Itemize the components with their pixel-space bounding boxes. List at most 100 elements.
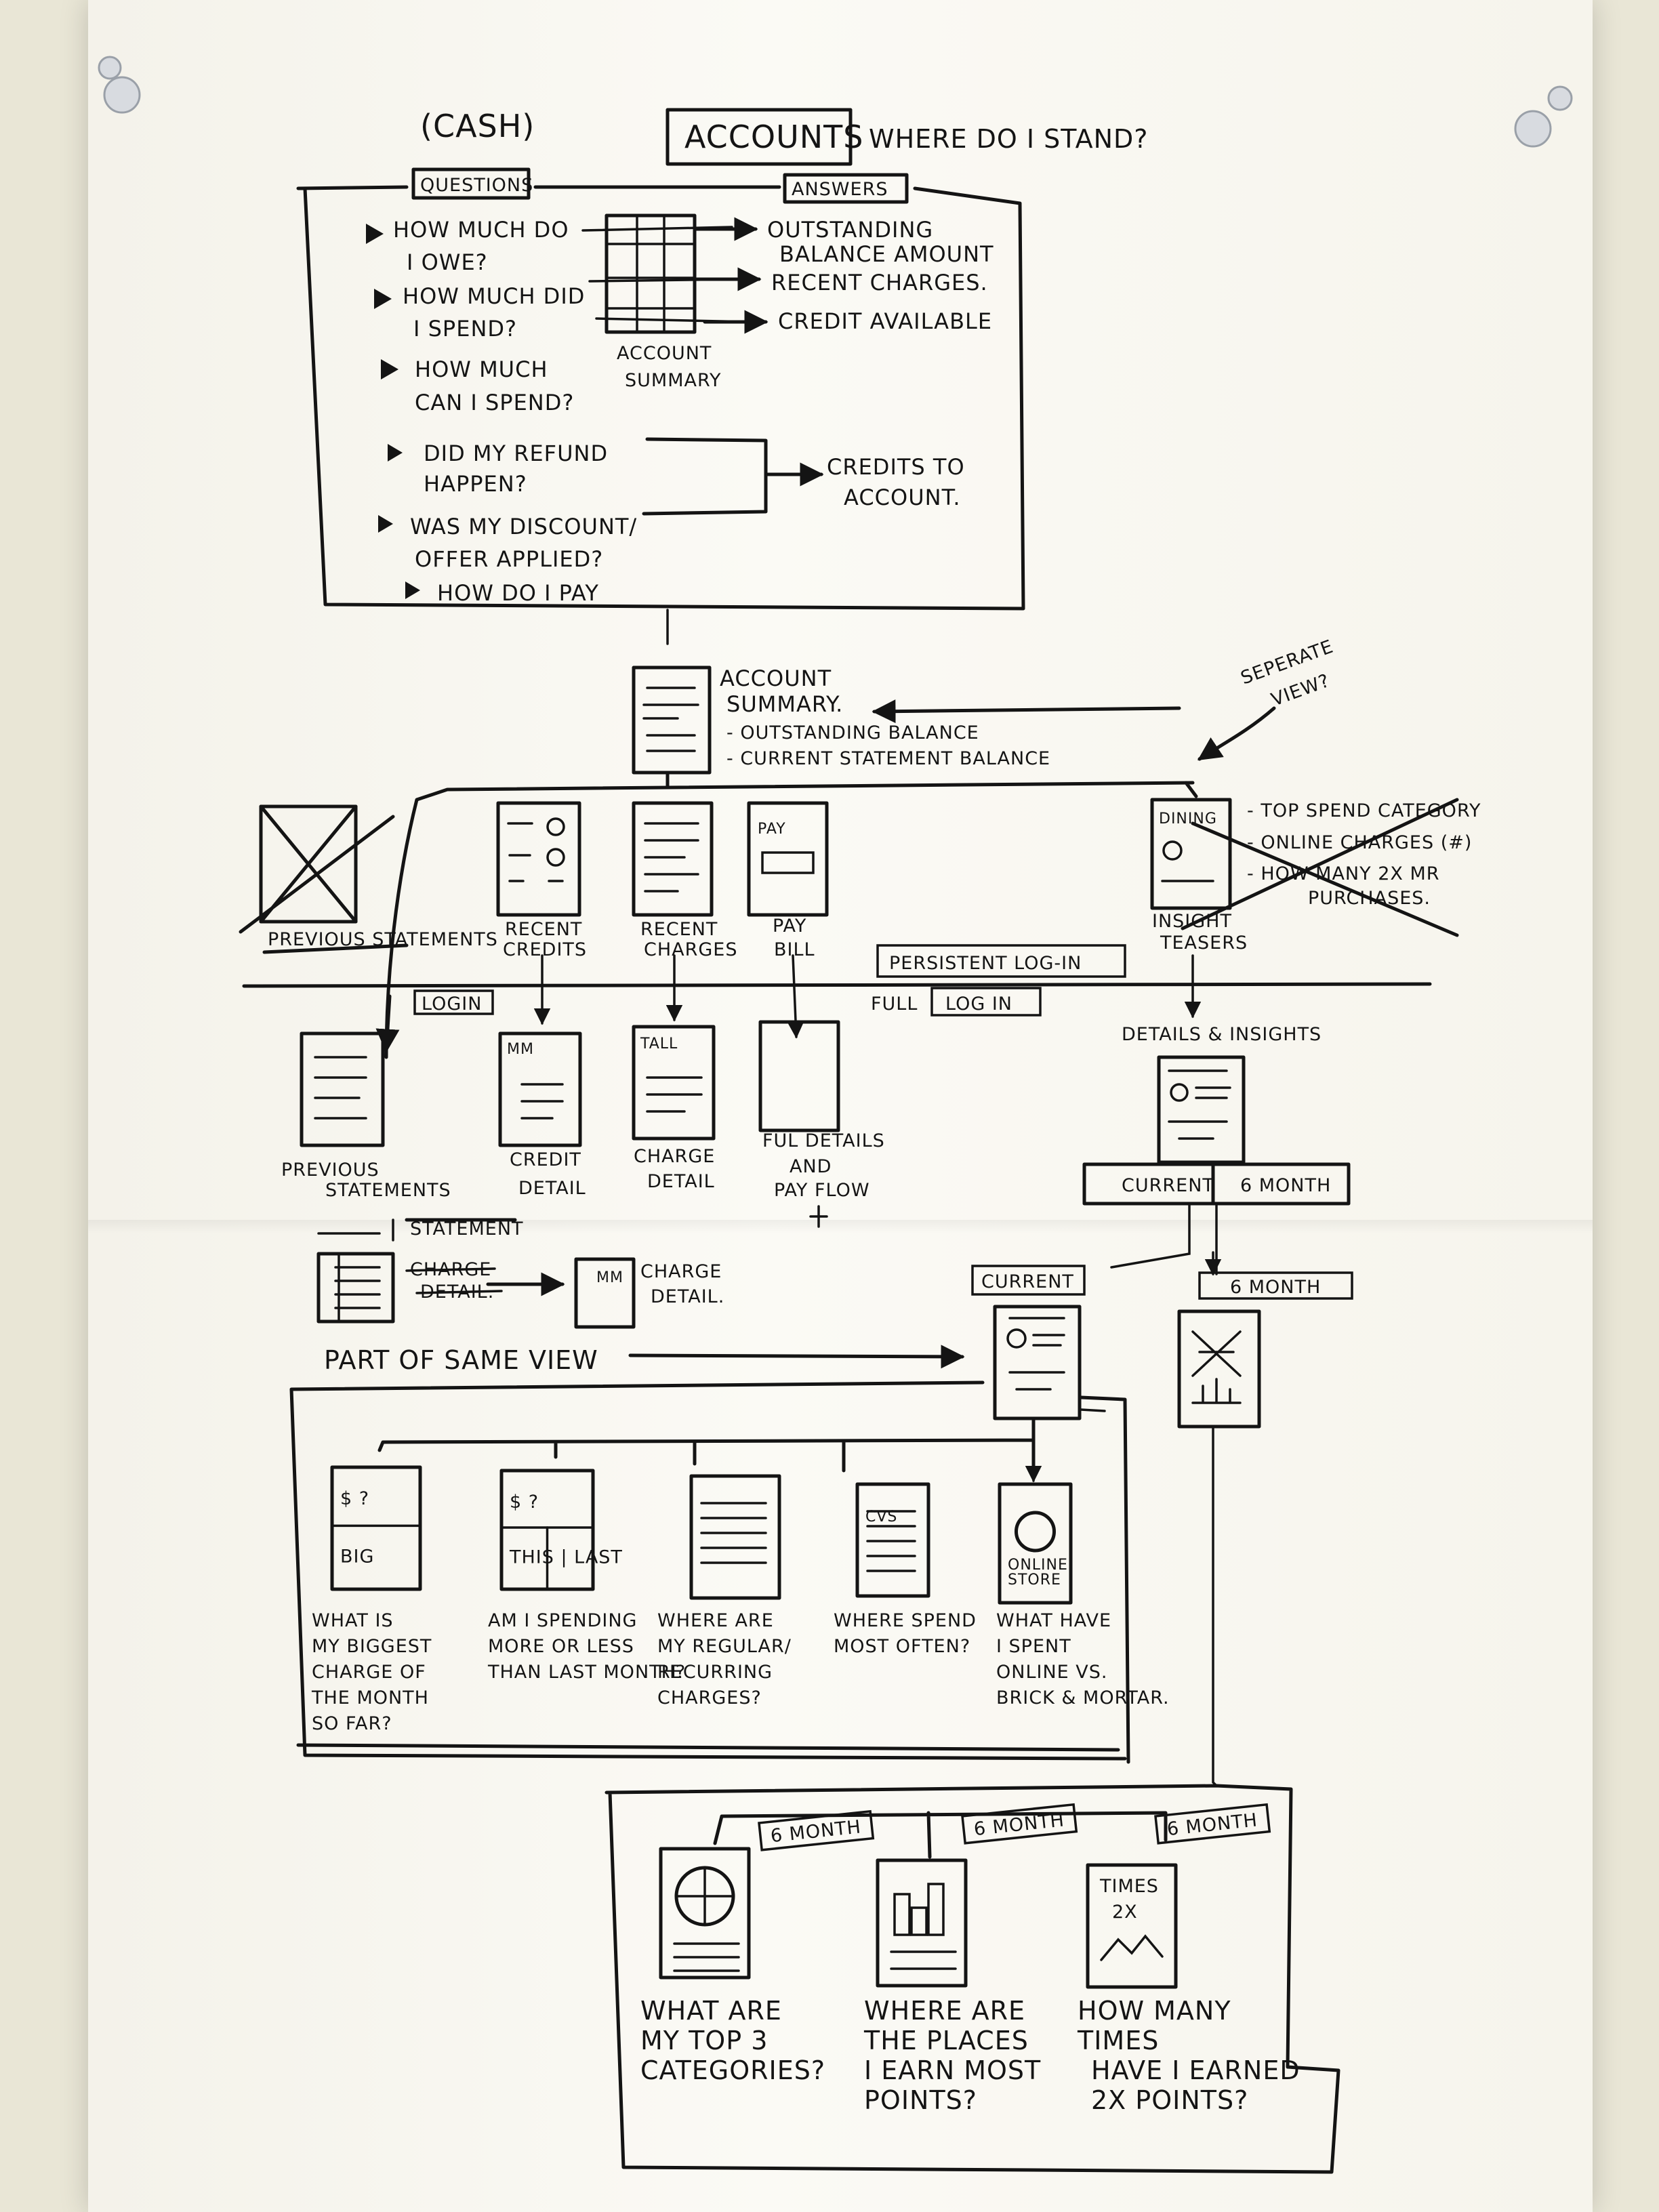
current-card-icon-text: THIS | LAST: [509, 1547, 623, 1568]
statement-label: STATEMENT: [410, 1218, 524, 1240]
credit-detail-icon-text: MM: [507, 1041, 534, 1058]
summary-item-1: - OUTSTANDING BALANCE: [726, 722, 979, 743]
current-card-label: WHAT IS: [312, 1610, 394, 1631]
six-month-card-icon: [659, 1847, 751, 1980]
page-subtitle: WHERE DO I STAND?: [869, 124, 1148, 154]
previous-statements-detail-line-2: STATEMENTS: [325, 1180, 451, 1201]
login-divider: PERSISTENT LOG-IN FULL LOG IN LOGIN: [242, 944, 1432, 1017]
current-card-icon: [330, 1465, 422, 1591]
teaser-item-3: - HOW MANY 2X MR: [1247, 863, 1440, 884]
six-month-card-label: MY TOP 3: [640, 2026, 768, 2055]
recent-credits-line-2: CREDITS: [503, 939, 587, 960]
full-details-card: FUL DETAILS AND PAY FLOW: [758, 1020, 885, 1228]
answer-3: CREDIT AVAILABLE: [778, 308, 992, 334]
current-card-label: WHAT HAVE: [996, 1610, 1111, 1631]
answer-4-line-1: CREDITS TO: [827, 454, 965, 480]
six-month-card-tag: [1154, 1803, 1271, 1845]
current-card-label: MORE OR LESS: [488, 1636, 634, 1657]
six-month-card-label: WHAT ARE: [640, 1996, 782, 2026]
push-pin-right-icon: [1514, 85, 1573, 148]
six-month-card-tag: [961, 1803, 1078, 1845]
insight-icon-text: DINING: [1159, 811, 1217, 827]
questions-label: QUESTIONS: [420, 175, 533, 196]
charge-detail-small-icon-text: MM: [596, 1269, 623, 1286]
pay-bill-line-2: BILL: [774, 939, 815, 960]
full-details-line-1: FUL DETAILS: [762, 1130, 885, 1151]
current-card-label: CHARGE OF: [312, 1662, 426, 1683]
six-month-card-label: TIMES: [1077, 2026, 1159, 2055]
six-month-card-icon-text: TIMES: [1099, 1876, 1159, 1897]
pay-bill-icon-text: PAY: [758, 821, 786, 838]
current-card-label: THAN LAST MONTH?: [487, 1662, 686, 1683]
question-2-line-2: I SPEND?: [413, 316, 517, 342]
details-insights-label: DETAILS & INSIGHTS: [1122, 1024, 1322, 1045]
bar-chart-icon: [927, 1883, 945, 1936]
six-month-tag-label: 6 MONTH: [1230, 1277, 1321, 1298]
answer-4-line-2: ACCOUNT.: [844, 485, 960, 510]
summary-card-icon: [632, 665, 712, 775]
current-tag-label: CURRENT: [981, 1271, 1074, 1292]
six-month-card-tag: [758, 1809, 875, 1851]
full-label: FULL: [871, 994, 918, 1015]
persistent-login-label: PERSISTENT LOG-IN: [889, 953, 1082, 974]
current-card-label: RECURRING: [657, 1662, 773, 1683]
current-card-label: SO FAR?: [312, 1713, 392, 1734]
full-login-tag: [930, 987, 1042, 1017]
current-card-label: MY BIGGEST: [312, 1636, 432, 1657]
current-card-list: $ ? BIG WHAT IS MY BIGGEST CHARGE OF THE MONT…: [311, 1465, 1169, 1734]
title-box: [665, 108, 853, 166]
question-1-line-2: I OWE?: [407, 249, 488, 275]
charge-detail-line-2: DETAIL: [647, 1171, 715, 1192]
paper-sheet: [88, 0, 1593, 2212]
pay-bill-line-1: PAY: [773, 916, 806, 937]
question-4-line-2: HAPPEN?: [424, 471, 527, 497]
question-5-line-1: WAS MY DISCOUNT/: [410, 514, 637, 539]
current-card-icon: [998, 1482, 1073, 1605]
question-list: HOW MUCH DO I OWE? HOW MUCH DID I SPEND?…: [366, 217, 637, 606]
tab-six-month: 6 MONTH: [1240, 1175, 1331, 1196]
previous-statements-detail: PREVIOUS STATEMENTS: [281, 1031, 451, 1201]
charge-detail-line-1: CHARGE: [634, 1146, 715, 1167]
current-card-icon-text: BIG: [340, 1546, 374, 1567]
sketch-label-line-2: SUMMARY: [625, 370, 722, 391]
insight-teasers-icon: [1150, 798, 1232, 910]
recent-charges-line-1: RECENT: [640, 919, 718, 940]
credit-detail-icon: [498, 1031, 582, 1147]
bar-chart-icon: [893, 1893, 911, 1936]
question-1-line-1: HOW MUCH DO: [393, 217, 569, 243]
insight-teasers-line-1: INSIGHT: [1152, 911, 1232, 932]
teaser-item-2: - ONLINE CHARGES (#): [1247, 832, 1472, 853]
charge-detail-small-icon: [574, 1257, 636, 1329]
six-month-card-label: CATEGORIES?: [640, 2055, 825, 2085]
summary-title-line-2: SUMMARY.: [726, 691, 843, 717]
question-2-line-1: HOW MUCH DID: [403, 283, 585, 309]
answers-tag: [783, 173, 909, 204]
answer-1-line-1: OUTSTANDING: [767, 217, 933, 243]
six-month-card-icon-text: 2X: [1112, 1902, 1138, 1923]
charge-detail-icon-text: TALL: [640, 1036, 678, 1052]
current-card-icon: [855, 1482, 930, 1598]
six-month-tag: [1198, 1271, 1353, 1300]
current-card-label: ONLINE VS.: [996, 1662, 1108, 1683]
tab-current: CURRENT: [1122, 1175, 1214, 1196]
pie-chart-icon: [1015, 1511, 1056, 1553]
previous-statements-struck: PREVIOUS STATEMENTS: [239, 804, 497, 954]
full-details-icon: [758, 1020, 840, 1132]
insight-teasers-card: DINING - TOP SPEND CATEGORY - ONLINE CHA…: [1150, 798, 1480, 954]
six-month-card-label: WHERE ARE: [864, 1996, 1025, 2026]
cash-label: (CASH): [420, 108, 535, 144]
current-view-container: [289, 1380, 1130, 1764]
summary-item-2: - CURRENT STATEMENT BALANCE: [726, 748, 1050, 769]
current-card-label: THE MONTH: [311, 1687, 429, 1708]
current-card-label: MY REGULAR/: [657, 1636, 792, 1657]
current-card-label: CHARGES?: [657, 1687, 762, 1708]
push-pin-left-icon: [98, 56, 141, 114]
current-card-icon-text: $ ?: [510, 1492, 539, 1513]
sketch-label-line-1: ACCOUNT: [617, 343, 712, 364]
